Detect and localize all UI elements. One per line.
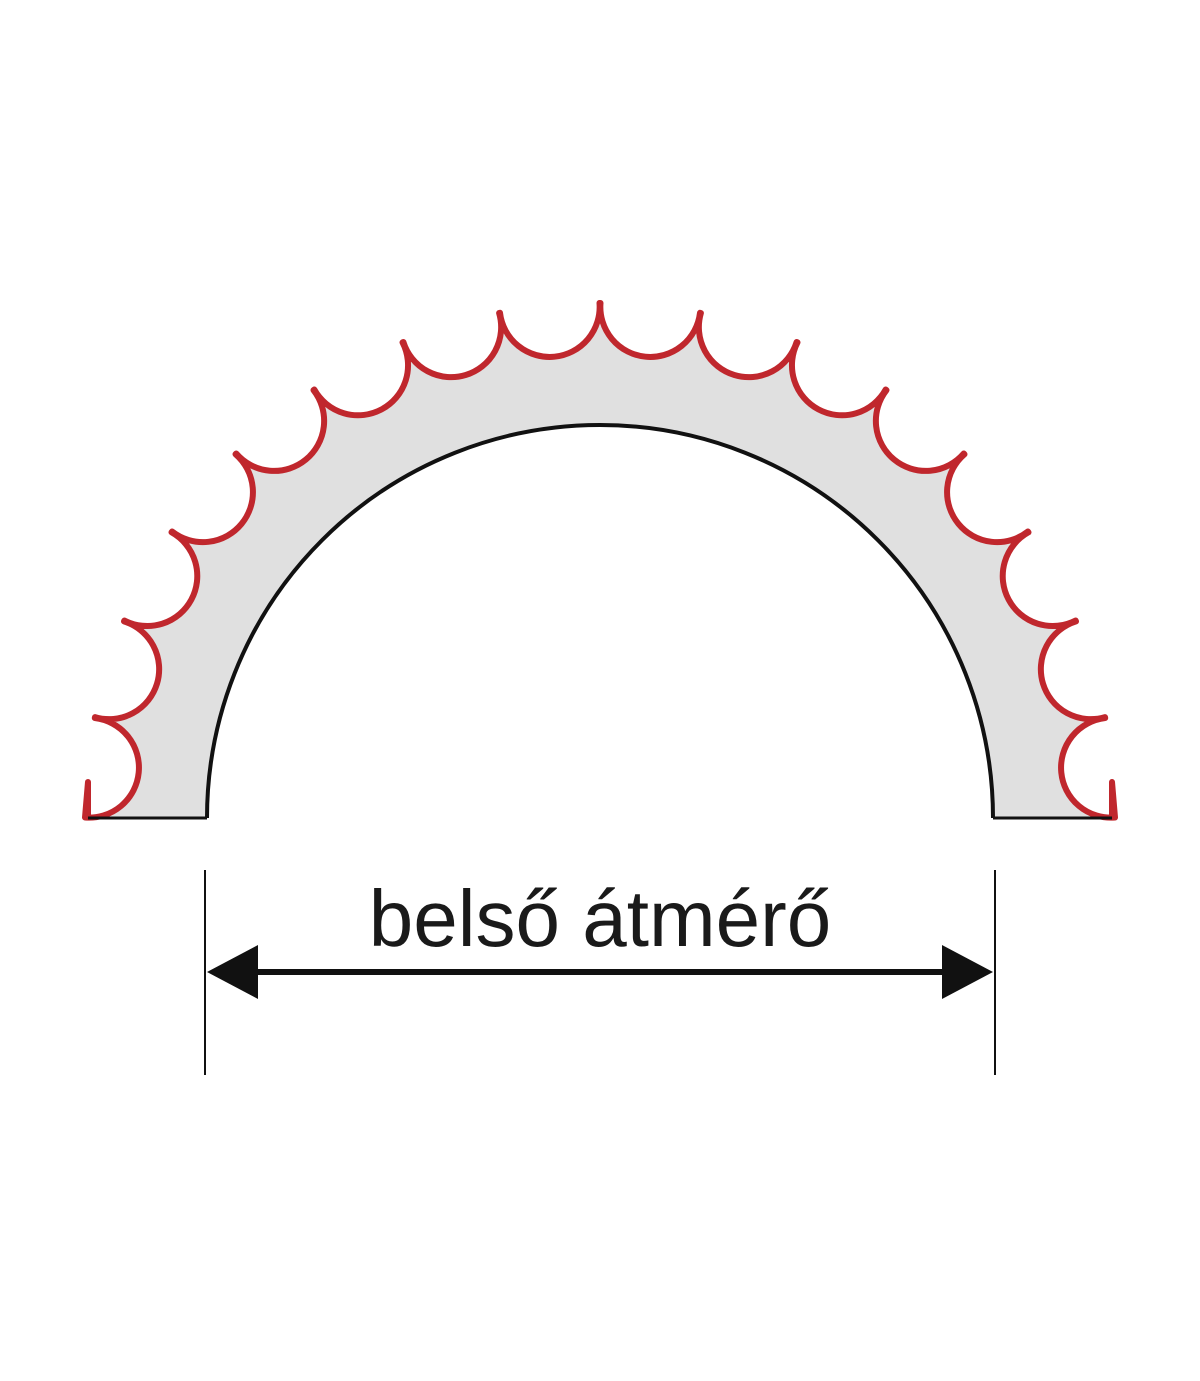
arrowhead-left: [207, 945, 258, 999]
outer-notched-edge: [82, 300, 1118, 821]
dimension-label: belső átmérő: [369, 874, 831, 963]
inner-arc-edge: [205, 423, 995, 819]
notched-half-ring: [85, 303, 1115, 818]
arrowhead-right: [942, 945, 993, 999]
